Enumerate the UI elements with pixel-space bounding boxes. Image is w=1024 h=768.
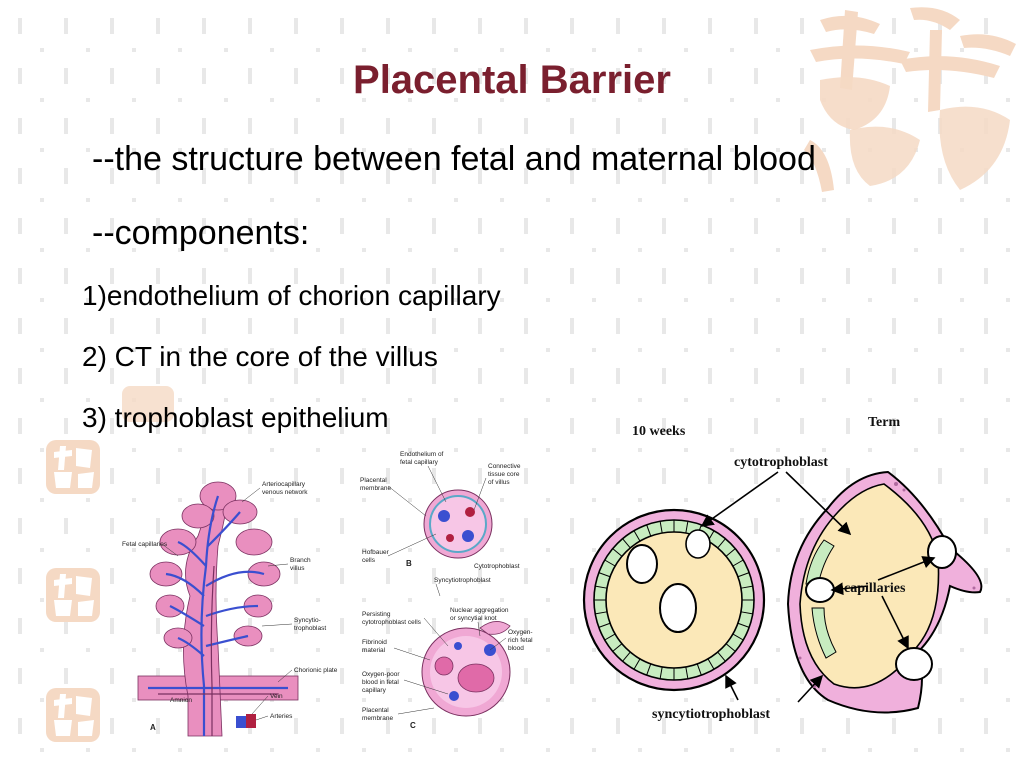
label-connective-1: Connective (488, 463, 521, 470)
villus-tree (137, 481, 299, 737)
label-branch-villus-1: Branch (290, 557, 311, 564)
label-oxygen-poor-1: Oxygen-poor (362, 671, 400, 678)
component-item-2: 2) CT in the core of the villus (82, 341, 438, 372)
calligraphy-seal-small-3 (46, 688, 100, 742)
label-syncytiotrophoblast: syncytiotrophoblast (652, 707, 770, 722)
label-fibrinoid-1: Fibrinoid (362, 639, 387, 646)
label-endothelium-1: Endothelium of (400, 451, 444, 458)
villus-10-weeks (582, 508, 766, 692)
villus-diagram: A Arteriocapillary venous network Fetal … (122, 451, 533, 737)
label-connective-3: of villus (488, 479, 510, 486)
calligraphy-seal-small-2 (46, 568, 100, 622)
calligraphy-seal-mini (122, 386, 174, 422)
label-syncytiotrophoblast-b: Syncytiotrophoblast (434, 577, 491, 584)
calligraphy-seal-large (804, 7, 1016, 192)
label-placental-membrane-c-1: Placental (362, 707, 389, 714)
panel-a-labels: Arteriocapillary venous network Fetal ca… (122, 481, 338, 721)
villus-comparison-diagram: 10 weeks Term cytotrophoblast capillarie… (582, 415, 983, 722)
label-nuclear-1: Nuclear aggregation (450, 607, 509, 614)
label-placental-membrane-c-2: membrane (362, 715, 393, 722)
label-hofbauer-1: Hofbauer (362, 549, 390, 556)
panel-a-label: A (150, 723, 156, 732)
label-arteries: Arteries (270, 713, 293, 720)
panel-b-label: B (406, 559, 412, 568)
label-arteriocapillary-2: venous network (262, 489, 308, 496)
panel-b-labels: Endothelium of fetal capillary Placental… (360, 451, 521, 584)
label-arteriocapillary-1: Arteriocapillary (262, 481, 306, 488)
label-term: Term (868, 415, 900, 430)
label-oxygen-rich-3: blood (508, 645, 524, 652)
annotation-arrows (700, 471, 936, 703)
cross-section-b (423, 489, 493, 559)
label-cytotrophoblast-b: Cytotrophoblast (474, 563, 520, 570)
label-placental-membrane-b-1: Placental (360, 477, 387, 484)
label-oxygen-rich-2: rich fetal (508, 637, 533, 644)
label-10-weeks: 10 weeks (632, 424, 686, 439)
label-fibrinoid-2: material (362, 647, 386, 654)
label-placental-membrane-b-2: membrane (360, 485, 391, 492)
component-item-1: 1)endothelium of chorion capillary (82, 280, 501, 311)
label-amnion: Amnion (170, 697, 192, 704)
definition-line: --the structure between fetal and matern… (92, 140, 816, 178)
label-chorionic-plate: Chorionic plate (294, 667, 338, 674)
slide-title: Placental Barrier (353, 58, 671, 102)
label-branch-villus-2: villus (290, 565, 305, 572)
components-heading: --components: (92, 214, 310, 252)
label-capillaries: capillaries (844, 581, 906, 596)
label-syncytio-a-2: trophoblast (294, 625, 326, 632)
label-cytotrophoblast: cytotrophoblast (734, 455, 828, 470)
label-endothelium-2: fetal capillary (400, 459, 439, 466)
label-vein: Vein (270, 693, 283, 700)
panel-c-labels: Persisting cytotrophoblast cells Nuclear… (362, 583, 533, 722)
label-hofbauer-2: cells (362, 557, 376, 564)
label-syncytio-a-1: Syncytio- (294, 617, 321, 624)
label-connective-2: tissue core (488, 471, 520, 478)
label-persisting-1: Persisting (362, 611, 391, 618)
label-oxygen-poor-3: capillary (362, 687, 387, 694)
cross-section-c (421, 621, 511, 717)
label-oxygen-rich-1: Oxygen- (508, 629, 533, 636)
label-fetal-capillaries: Fetal capillaries (122, 541, 168, 548)
panel-c-label: C (410, 721, 416, 730)
label-nuclear-2: or syncytial knot (450, 615, 497, 622)
label-persisting-2: cytotrophoblast cells (362, 619, 422, 626)
label-oxygen-poor-2: blood in fetal (362, 679, 399, 686)
calligraphy-seal-small-1 (46, 440, 100, 494)
component-item-3: 3) trophoblast epithelium (82, 402, 389, 433)
